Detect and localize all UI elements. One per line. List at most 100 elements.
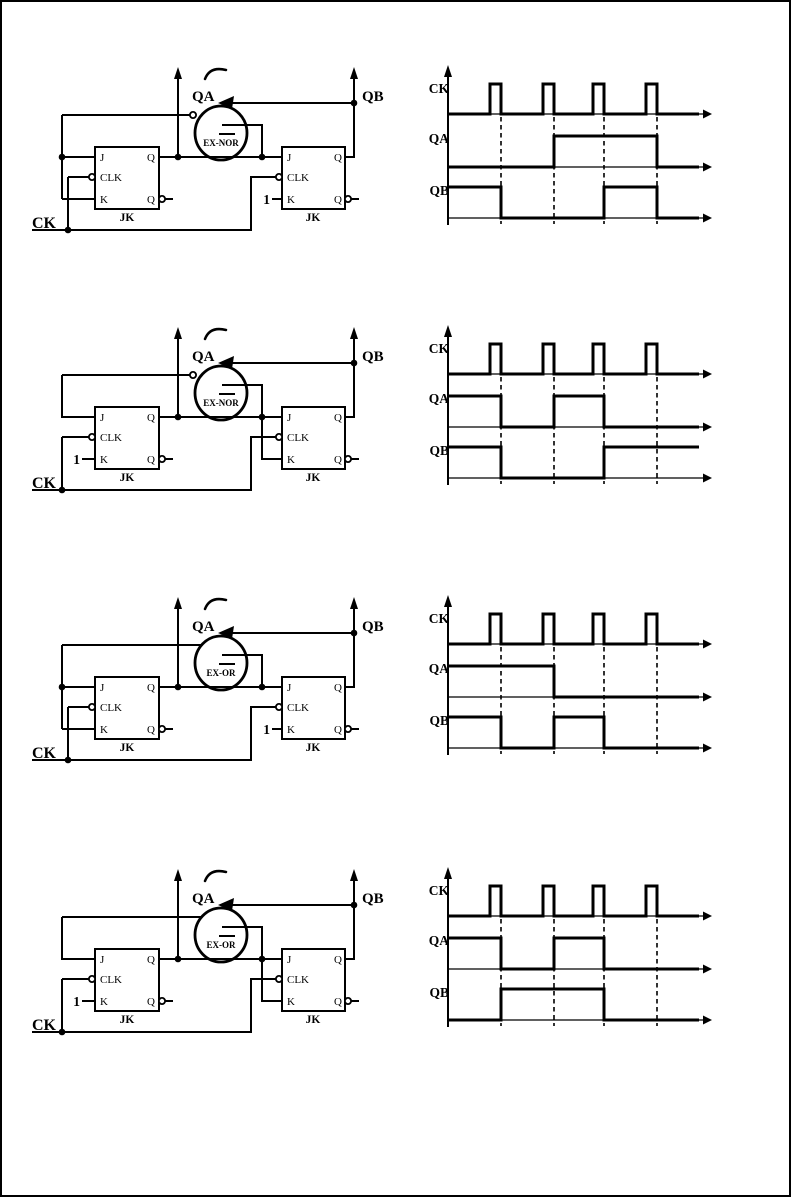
ck-waveform (448, 82, 699, 116)
constant-one-label: 1 (263, 722, 270, 737)
ff-a-name-label: JK (120, 1014, 135, 1026)
qb-signal-label: QB (429, 985, 449, 1000)
junction-dot (350, 901, 358, 909)
ff-a-k-label: K (100, 724, 108, 736)
qa-arrowhead-icon (703, 422, 712, 432)
ck-signal-label: CK (429, 883, 450, 898)
ff-b-qbar-label: Q (334, 996, 342, 1008)
ff-a-qbar-label: Q (147, 454, 155, 466)
ck-signal-label: CK (429, 81, 450, 96)
ff-a-k-label: K (100, 194, 108, 206)
gate-input-arrowhead-icon (218, 626, 234, 639)
axis-arrowhead-icon (444, 325, 452, 337)
inversion-bubble-icon (343, 194, 352, 203)
gate-label: EX-NOR (203, 398, 239, 408)
axis-arrowhead-icon (444, 65, 452, 77)
ck-input-label: CK (32, 1017, 57, 1034)
inversion-bubble-icon (157, 996, 166, 1005)
qa-signal-label: QA (429, 131, 450, 146)
gate-flourish-stroke (203, 327, 228, 341)
jk-flipflop-A (94, 676, 160, 740)
xor-gate-body (193, 906, 249, 964)
constant-one-label: 1 (73, 994, 80, 1009)
junction-dot (174, 413, 182, 421)
junction-dot (258, 413, 266, 421)
ff-b-qbar-label: Q (334, 194, 342, 206)
junction-dot (258, 683, 266, 691)
jk-flipflop-A (94, 406, 160, 470)
qb-arrowhead-icon (703, 743, 712, 753)
qa-waveform (448, 394, 699, 429)
ff-b-q-label: Q (334, 954, 342, 966)
ff-b-clk-label: CLK (287, 432, 309, 444)
qb-output-label: QB (362, 891, 384, 907)
ck-arrowhead-icon (703, 911, 712, 921)
junction-dot (58, 486, 66, 494)
inversion-bubble-icon (88, 703, 97, 712)
ff-b-clk-label: CLK (287, 172, 309, 184)
ff-a-clk-label: CLK (100, 172, 122, 184)
ff-b-j-label: J (287, 682, 292, 694)
ck-waveform (448, 612, 699, 646)
ck-signal-label: CK (429, 341, 450, 356)
ck-waveform (448, 884, 699, 918)
ck-arrowhead-icon (703, 639, 712, 649)
ff-a-k-label: K (100, 454, 108, 466)
qb-waveform (448, 987, 699, 1022)
qb-waveform (448, 715, 699, 750)
ff-a-clk-label: CLK (100, 432, 122, 444)
ff-a-j-label: J (100, 152, 105, 164)
qb-waveform (448, 445, 699, 480)
ff-b-q-label: Q (334, 682, 342, 694)
ff-a-q-label: Q (147, 682, 155, 694)
gate-label: EX-OR (207, 668, 237, 678)
ff-a-q-label: Q (147, 152, 155, 164)
ff-a-name-label: JK (120, 742, 135, 754)
axis-arrowhead-icon (444, 867, 452, 879)
ck-input-label: CK (32, 475, 57, 492)
qb-arrowhead-icon (350, 327, 358, 339)
ff-b-q-label: Q (334, 152, 342, 164)
inversion-bubble-icon (343, 454, 352, 463)
ff-b-name-label: JK (306, 472, 321, 484)
qb-output-label: QB (362, 89, 384, 105)
junction-dot (258, 955, 266, 963)
axis-arrowhead-icon (444, 595, 452, 607)
ff-a-j-label: J (100, 412, 105, 424)
ff-a-clk-label: CLK (100, 702, 122, 714)
ff-b-k-label: K (287, 996, 295, 1008)
inversion-bubble-icon (157, 454, 166, 463)
ck-arrowhead-icon (703, 109, 712, 119)
ck-input-label: CK (32, 215, 57, 232)
ff-b-k-label: K (287, 724, 295, 736)
inversion-bubble-icon (157, 194, 166, 203)
constant-one-label: 1 (263, 192, 270, 207)
qa-arrowhead-icon (174, 67, 182, 79)
inversion-bubble-icon (274, 703, 283, 712)
qb-arrowhead-icon (703, 1015, 712, 1025)
qa-waveform (448, 134, 699, 169)
qa-output-label: QA (192, 619, 215, 635)
junction-dot (174, 153, 182, 161)
xor-gate-body (193, 634, 249, 692)
ff-b-clk-label: CLK (287, 974, 309, 986)
junction-dot (64, 756, 72, 764)
ff-b-j-label: J (287, 412, 292, 424)
ff-a-qbar-label: Q (147, 996, 155, 1008)
qa-waveform (448, 664, 699, 699)
inversion-bubble-icon (88, 975, 97, 984)
inversion-bubble-icon (343, 996, 352, 1005)
junction-dot (350, 99, 358, 107)
ff-a-name-label: JK (120, 472, 135, 484)
qa-arrowhead-icon (174, 869, 182, 881)
qb-arrowhead-icon (350, 67, 358, 79)
ck-signal-label: CK (429, 611, 450, 626)
junction-dot (58, 683, 66, 691)
